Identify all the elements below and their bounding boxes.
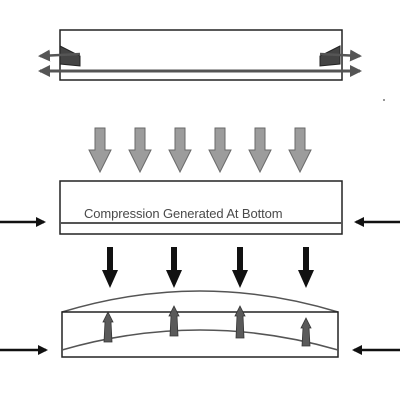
upward-stress-pointers [102,305,312,347]
gray-load-arrow [128,127,152,174]
gray-load-arrow [288,127,312,174]
upward-stress-pointer [300,317,312,347]
tendon-upper-left-arrow [38,49,81,62]
camber-bottom-curve [61,329,339,351]
black-load-arrow [166,247,182,288]
gray-load-arrow [168,127,192,174]
camber-beam-section [0,290,400,358]
black-load-arrow [102,247,118,288]
compression-label: Compression Generated At Bottom [84,206,283,221]
compression-beam-section [0,180,400,235]
upward-stress-pointer [168,305,180,337]
downward-load-arrows [102,247,314,288]
camber-beam [61,311,339,358]
black-load-arrow [232,247,248,288]
tendon-left-anchor [59,45,81,67]
applied-load-arrows [88,127,312,174]
tendon-upper-right-arrow [319,49,362,62]
black-load-arrow [298,247,314,288]
stray-dot [383,99,385,101]
gray-load-arrow [88,127,112,174]
compression-beam [59,180,343,235]
tendon-section [38,29,362,81]
upward-stress-pointer [102,311,114,343]
gray-load-arrow [248,127,272,174]
camber-top-curve [61,290,339,313]
gray-load-arrow [208,127,232,174]
upward-stress-pointer [234,305,246,339]
tendon-right-anchor [319,45,341,67]
